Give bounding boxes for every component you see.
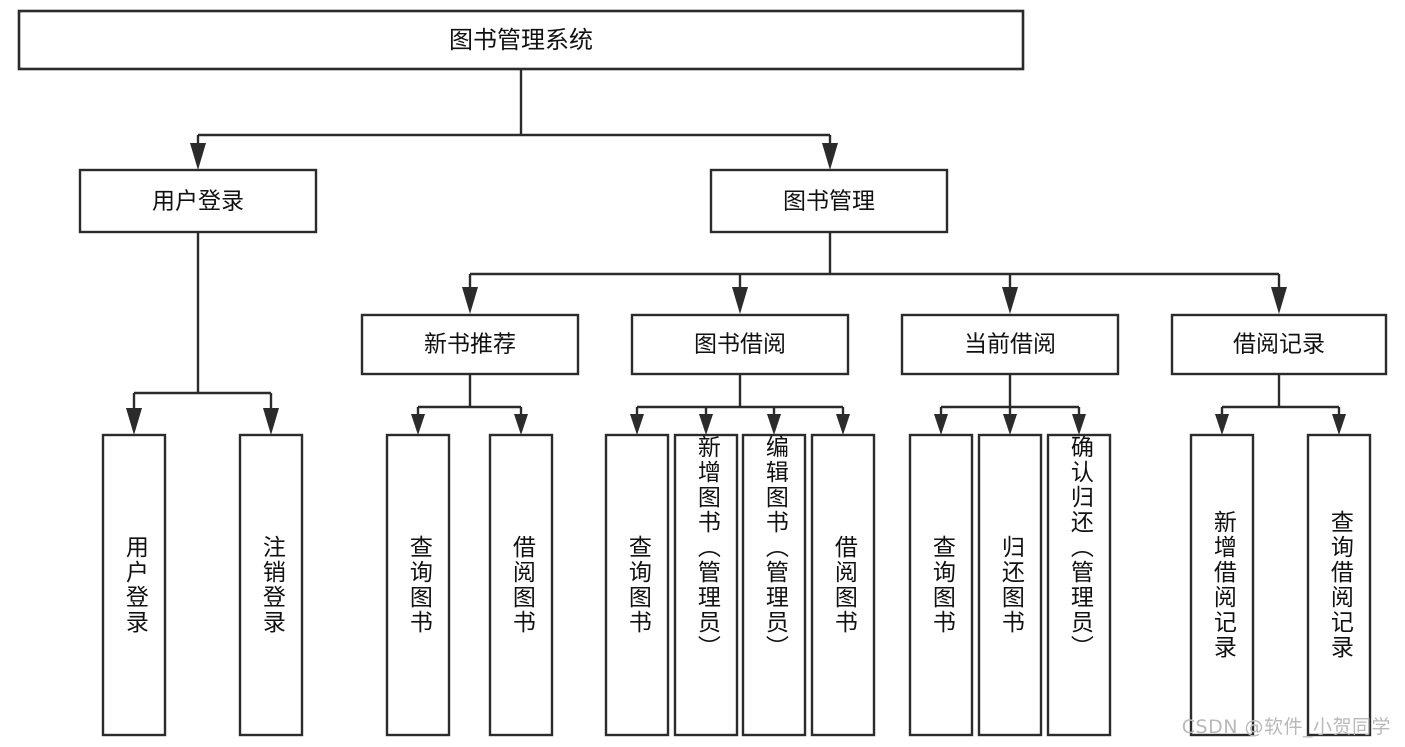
leaf-box-query-record[interactable] (1306, 433, 1372, 737)
arrow-head-leaf-user-logout (263, 408, 279, 435)
arrow-head-leaf-edit-book (767, 414, 781, 435)
leaf-box-group-current-borrow (908, 433, 1112, 737)
leaf-box-group-user-login (101, 433, 304, 737)
connector-group-new-book-recommend (411, 374, 528, 435)
arrow-head-leaf-borrow-book-2 (836, 414, 850, 435)
node-current-borrow[interactable]: 当前借阅 (900, 313, 1120, 376)
connector-group-root (190, 69, 838, 170)
arrow-head-borrow-record (1271, 287, 1287, 314)
node-book-borrow[interactable]: 图书借阅 (630, 313, 850, 376)
leaf-box-group-new-book-recommend (385, 433, 554, 737)
leaf-box-return-book[interactable] (977, 433, 1043, 737)
node-book-borrow-label: 图书借阅 (694, 332, 786, 358)
leaf-box-borrow-book-1[interactable] (488, 433, 554, 737)
leaf-box-add-book[interactable] (673, 433, 739, 737)
node-root[interactable]: 图书管理系统 (17, 9, 1025, 71)
node-book-borrow-box[interactable] (630, 313, 850, 376)
node-borrow-record-label: 借阅记录 (1233, 332, 1325, 358)
watermark-text: CSDN @软件_小贺同学 (1181, 716, 1391, 738)
arrow-head-leaf-confirm-return (1072, 414, 1086, 435)
arrow-head-leaf-return-book (1003, 414, 1017, 435)
leaf-box-group-book-borrow (604, 433, 876, 737)
arrow-head-leaf-query-book-1 (411, 414, 425, 435)
node-new-book-recommend-label: 新书推荐 (424, 332, 516, 358)
leaf-box-user-logout[interactable] (238, 433, 304, 737)
arrow-head-leaf-query-record (1332, 414, 1346, 435)
arrow-head-leaf-borrow-book-1 (514, 414, 528, 435)
node-current-borrow-box[interactable] (900, 313, 1120, 376)
connector-group-borrow-record (1215, 374, 1346, 435)
connector-group-book-borrow (630, 374, 850, 435)
leaf-box-query-book-1[interactable] (385, 433, 451, 737)
leaf-box-query-book-3[interactable] (908, 433, 974, 737)
arrow-head-leaf-add-record (1215, 414, 1229, 435)
arrow-head-current-borrow (1002, 287, 1018, 314)
arrow-head-leaf-user-login (126, 408, 142, 435)
node-book-manage-label: 图书管理 (783, 189, 875, 215)
arrow-head-user-login (190, 143, 206, 170)
node-new-book-recommend[interactable]: 新书推荐 (360, 313, 580, 376)
node-user-login[interactable]: 用户登录 (78, 168, 318, 234)
node-borrow-record[interactable]: 借阅记录 (1170, 313, 1388, 376)
node-root-label: 图书管理系统 (449, 26, 593, 54)
arrow-head-new-book-recommend (462, 287, 478, 314)
leaf-box-edit-book[interactable] (741, 433, 807, 737)
node-root-box[interactable] (17, 9, 1025, 71)
leaf-box-query-book-2[interactable] (604, 433, 670, 737)
node-book-manage[interactable]: 图书管理 (709, 168, 949, 234)
connector-group-book-manage (462, 232, 1287, 314)
node-book-manage-box[interactable] (709, 168, 949, 234)
arrow-head-leaf-add-book (699, 414, 713, 435)
arrow-head-book-manage (822, 143, 838, 170)
leaf-box-borrow-book-2[interactable] (810, 433, 876, 737)
node-current-borrow-label: 当前借阅 (964, 332, 1056, 358)
connector-group-current-borrow (934, 374, 1086, 435)
leaf-box-add-record[interactable] (1189, 433, 1255, 737)
arrow-head-leaf-query-book-3 (934, 414, 948, 435)
node-new-book-recommend-box[interactable] (360, 313, 580, 376)
node-user-login-label: 用户登录 (152, 189, 244, 215)
leaf-box-group-borrow-record (1189, 433, 1372, 737)
arrow-head-leaf-query-book-2 (630, 414, 644, 435)
leaf-box-user-login[interactable] (101, 433, 167, 737)
connector-group-user-login (126, 232, 279, 435)
node-borrow-record-box[interactable] (1170, 313, 1388, 376)
node-user-login-box[interactable] (78, 168, 318, 234)
arrow-head-book-borrow (732, 287, 748, 314)
leaf-box-confirm-return[interactable] (1046, 433, 1112, 737)
